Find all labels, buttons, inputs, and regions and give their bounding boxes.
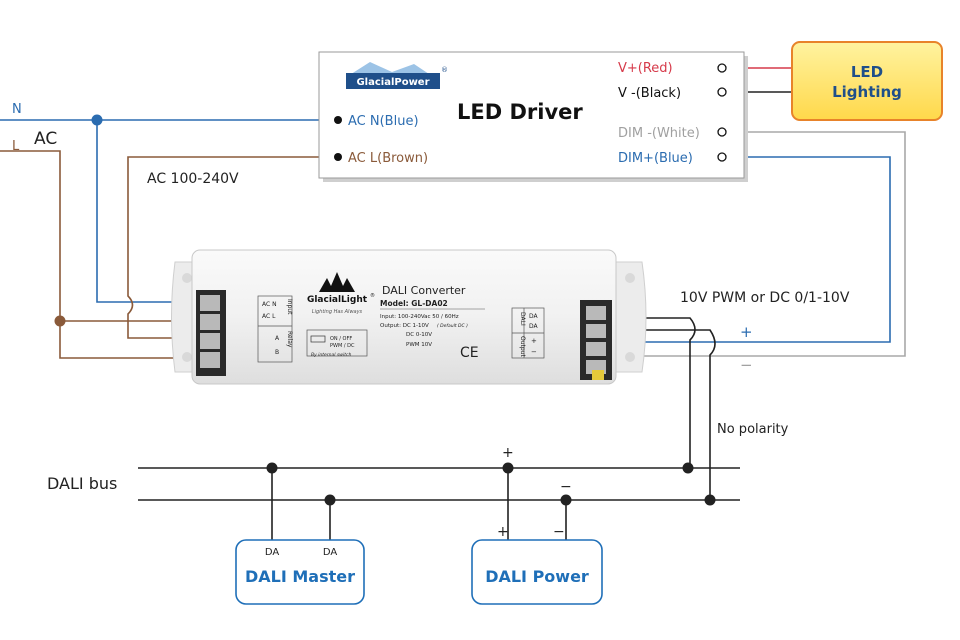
junction-bus-1 xyxy=(266,462,278,474)
driver-brand: GlacialPower xyxy=(356,77,429,88)
driver-dim-minus-label: DIM -(White) xyxy=(618,126,700,141)
driver-vminus-label: V -(Black) xyxy=(618,86,681,101)
conv-tagline: Lighting Has Always xyxy=(312,309,363,315)
wire-live-to-driver xyxy=(127,156,330,339)
driver-brand-mark: ® xyxy=(441,66,448,74)
led-label-line1: LED xyxy=(851,63,883,81)
conv-right-da2: DA xyxy=(529,323,539,330)
conv-output-note: ( Default DC ) xyxy=(437,323,468,329)
junction-bus-4 xyxy=(560,494,572,506)
junction-bus-5 xyxy=(682,462,694,474)
conv-output-spec: Output: DC 1-10V xyxy=(380,323,429,329)
driver-vplus-terminal xyxy=(717,63,727,73)
junctions xyxy=(54,114,716,506)
wire-dali-b xyxy=(604,329,716,500)
output-minus-label: − xyxy=(740,356,753,374)
output-signal-label: 10V PWM or DC 0/1-10V xyxy=(680,290,850,306)
dali-converter: AC N AC L A B Input Relay GlacialLight ®… xyxy=(171,249,647,385)
ac-l-label: L xyxy=(12,139,20,154)
junction-neutral xyxy=(91,114,103,126)
dali-master-box: DA DA DALI Master xyxy=(235,539,365,605)
driver-vplus-label: V+(Red) xyxy=(618,61,673,76)
led-label-line2: Lighting xyxy=(832,83,902,101)
conv-left-b: B xyxy=(275,349,279,356)
no-polarity-label: No polarity xyxy=(717,422,789,437)
conv-left-acn: AC N xyxy=(262,301,277,308)
ac-range-label: AC 100-240V xyxy=(147,171,239,187)
led-driver: GlacialPower ® LED Driver AC N(Blue) AC … xyxy=(318,51,748,182)
junction-bus-3 xyxy=(502,462,514,474)
dali-power-box: + − DALI Power xyxy=(471,524,603,605)
conv-left-acl: AC L xyxy=(262,313,276,320)
power-label: DALI Power xyxy=(485,567,589,586)
conv-input-spec: Input: 100-240Vac 50 / 60Hz xyxy=(380,314,459,320)
conv-left-input: Input xyxy=(286,299,293,315)
ac-label: AC xyxy=(34,129,57,149)
conv-model: Model: GL-DA02 xyxy=(380,299,448,308)
driver-dim-plus-terminal xyxy=(717,152,727,162)
junction-live xyxy=(54,315,66,327)
conv-switch-on-off: ON / OFF xyxy=(330,336,352,342)
driver-dim-minus-terminal xyxy=(717,127,727,137)
wire-dim-plus-blue xyxy=(604,156,891,343)
bus-minus-label: − xyxy=(560,479,572,495)
conv-right-plus: + xyxy=(531,337,537,345)
driver-title: LED Driver xyxy=(457,100,583,124)
master-label: DALI Master xyxy=(245,567,355,586)
junction-bus-6 xyxy=(704,494,716,506)
driver-dim-plus-label: DIM+(Blue) xyxy=(618,151,693,166)
dali-bus-label: DALI bus xyxy=(47,474,117,493)
driver-vminus-terminal xyxy=(717,87,727,97)
wire-live-in xyxy=(0,150,207,359)
conv-pwm-spec: PWM 10V xyxy=(406,342,432,348)
conv-ce-mark: CE xyxy=(460,345,479,361)
conv-right-output: Output xyxy=(519,336,526,357)
power-minus-label: − xyxy=(553,524,565,540)
conv-right-dali: DALI xyxy=(519,312,526,326)
conv-switch-note: By internal switch xyxy=(311,352,351,358)
driver-acn-label: AC N(Blue) xyxy=(348,114,419,129)
master-da2-label: DA xyxy=(323,547,338,558)
conv-right-minus: − xyxy=(531,348,537,356)
bus-plus-label: + xyxy=(502,445,514,461)
wire-neutral-to-converter xyxy=(96,120,207,303)
glaciallight-logo-icon xyxy=(319,272,355,292)
driver-acn-terminal xyxy=(334,116,342,124)
conv-left-relay: Relay xyxy=(286,331,293,348)
led-lighting-box: LED Lighting xyxy=(791,41,943,121)
output-plus-label: + xyxy=(740,323,753,341)
conv-right-da1: DA xyxy=(529,313,539,320)
wire-dim-minus-white xyxy=(604,131,906,357)
conv-left-a: A xyxy=(275,335,280,342)
conv-switch-pwm-dc: PWM / DC xyxy=(330,343,355,349)
power-plus-label: + xyxy=(497,524,509,540)
junction-bus-2 xyxy=(324,494,336,506)
ac-n-label: N xyxy=(12,102,22,117)
master-da1-label: DA xyxy=(265,547,280,558)
conv-brand-mark: ® xyxy=(370,292,375,299)
conv-dc-spec: DC 0-10V xyxy=(406,332,432,338)
conv-brand: GlacialLight xyxy=(307,295,368,305)
driver-acl-label: AC L(Brown) xyxy=(348,151,428,166)
conv-title: DALI Converter xyxy=(382,284,466,297)
driver-acl-terminal xyxy=(334,153,342,161)
